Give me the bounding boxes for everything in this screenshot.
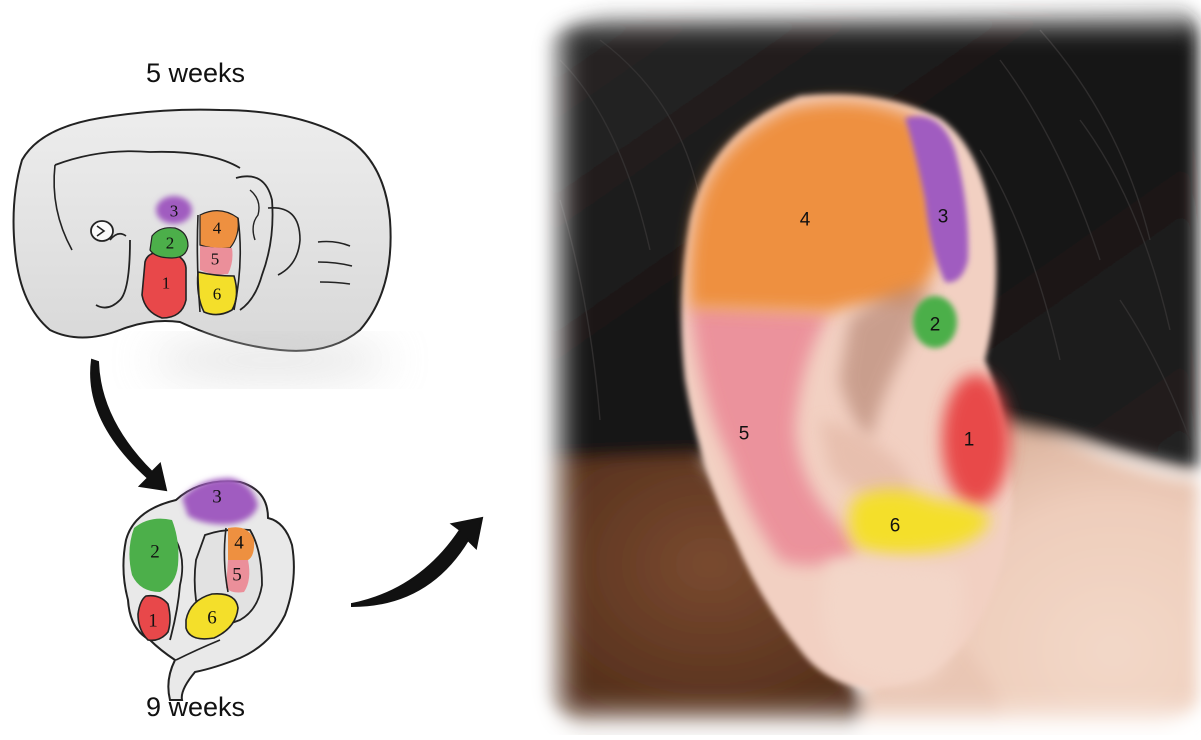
earlobe [822, 560, 964, 685]
hillock-1-region [942, 374, 1010, 506]
ear9-label-2: 2 [150, 542, 160, 563]
embryo5-label-1: 1 [162, 274, 171, 293]
caption-5-weeks: 5 weeks [146, 58, 245, 89]
ear-label-5: 5 [739, 424, 750, 445]
ear9-label-6: 6 [207, 608, 217, 629]
ear-label-3: 3 [938, 207, 949, 228]
embryo5-label-6: 6 [213, 285, 222, 304]
ear-label-1: 1 [964, 430, 975, 451]
embryo5-label-5: 5 [211, 250, 220, 269]
ear9-label-1: 1 [148, 611, 158, 632]
ear-label-2: 2 [930, 315, 941, 336]
ear9-label-4: 4 [234, 533, 244, 554]
ear-photo-panel: 4 3 2 1 5 6 [500, 0, 1201, 735]
embryo5-label-3: 3 [170, 202, 179, 221]
ear-label-6: 6 [890, 516, 901, 537]
embryo-eye [91, 221, 113, 241]
caption-9-weeks: 9 weeks [146, 692, 245, 723]
ear9-label-3: 3 [212, 487, 222, 508]
ear-9-weeks [123, 478, 293, 700]
embryo5-label-4: 4 [213, 219, 222, 238]
curved-arrow-icon [352, 518, 482, 606]
ear-label-4: 4 [800, 210, 811, 231]
embryo-5-weeks: 3 2 1 4 5 6 [14, 110, 391, 378]
curved-arrow-icon [91, 360, 166, 490]
ear9-label-5: 5 [232, 565, 242, 586]
embryo5-label-2: 2 [166, 234, 175, 253]
